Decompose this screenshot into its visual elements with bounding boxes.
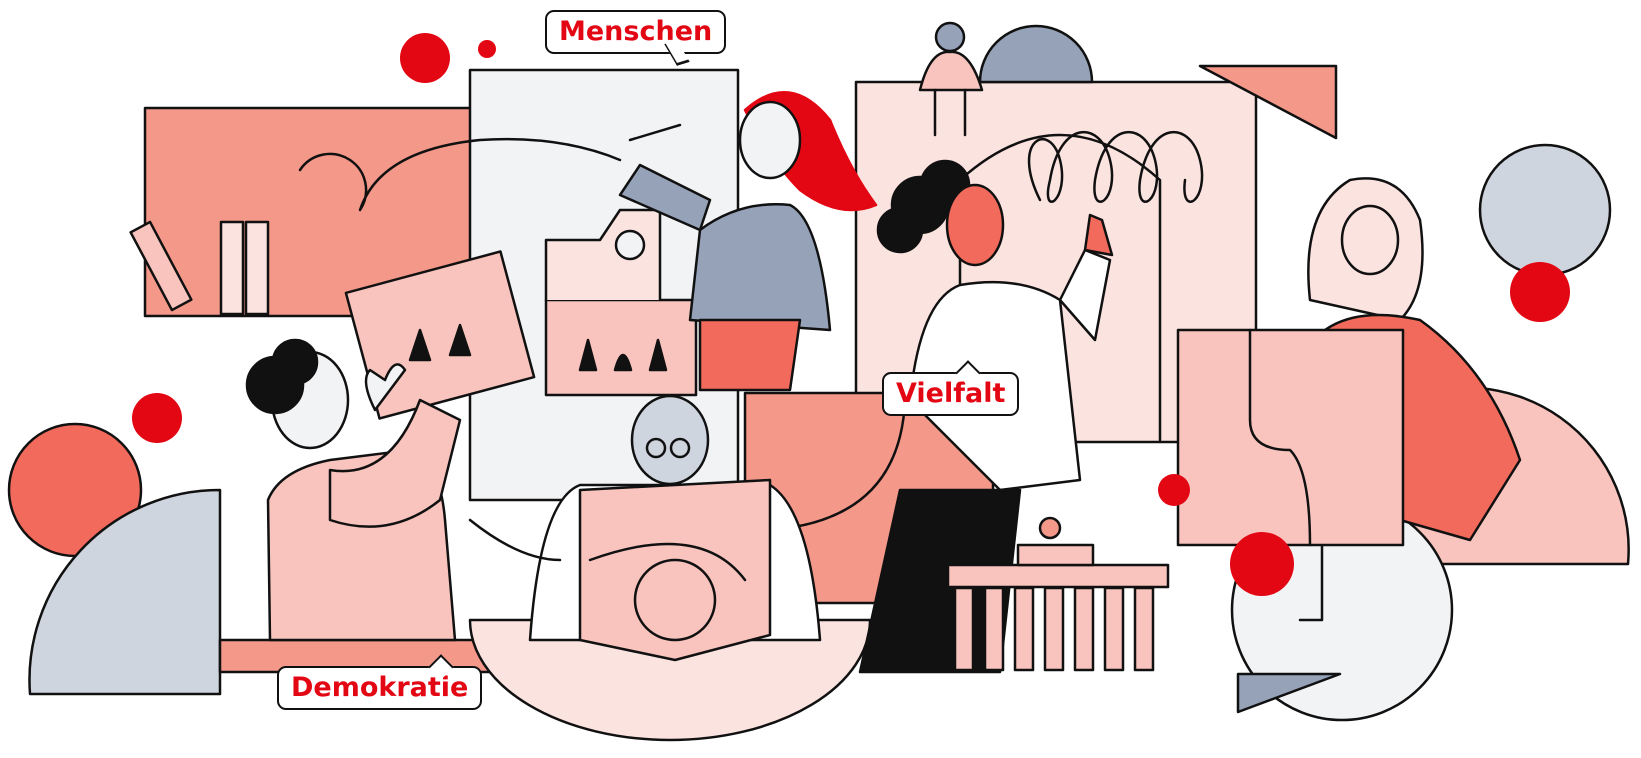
puzzle-piece-building (544, 298, 698, 397)
woman-arm (618, 163, 712, 232)
gate-columns (953, 586, 1155, 672)
book-2 (219, 220, 245, 316)
red-dot (400, 33, 450, 83)
label-demokratie: Demokratie (291, 672, 469, 703)
coral-block-curve (768, 398, 907, 532)
book-3 (244, 220, 270, 316)
triangle-bottom-right (1236, 672, 1342, 714)
speech-bubble-vielfalt: Vielfalt (882, 372, 1020, 417)
puzzle-arches-right (578, 338, 668, 372)
glasses-right (669, 437, 691, 459)
curly-arm (1058, 248, 1112, 342)
speech-bubble-demokratie: Demokratie (277, 666, 483, 711)
label-menschen: Menschen (559, 16, 713, 47)
curly-hand (1083, 213, 1114, 257)
small-figure-head (934, 21, 966, 53)
woman-torso (688, 203, 832, 332)
clock-hand (1298, 518, 1324, 622)
semicircle-top (978, 24, 1094, 84)
small-figure-legs (933, 88, 967, 137)
gate-roof (946, 563, 1170, 589)
man-left-arm (328, 398, 462, 528)
flow-line (298, 137, 622, 212)
woman-pen (628, 123, 682, 142)
book-loop (633, 558, 717, 642)
hijab-face (1340, 204, 1400, 276)
curly-legs (858, 488, 1022, 674)
glasses-left (645, 437, 667, 459)
loop-scribble (1027, 131, 1204, 204)
big-puzzle-piece (1176, 328, 1405, 547)
triangle-top-right (1198, 64, 1338, 140)
red-dot (1230, 532, 1294, 596)
book-1 (129, 220, 193, 312)
curly-hair-3 (876, 206, 924, 254)
woman-face (738, 100, 802, 180)
quarter-grey-left (28, 488, 222, 696)
woman-legs (698, 318, 802, 392)
flow-line-2 (468, 518, 562, 562)
big-puzzle-notch (1248, 328, 1312, 547)
speech-bubble-menschen: Menschen (545, 10, 727, 55)
man-left-hand (364, 363, 407, 412)
bald-head (630, 394, 710, 486)
red-dot (1510, 262, 1570, 322)
gate-quadriga (1038, 516, 1062, 540)
gate-top (1016, 543, 1095, 567)
small-figure-body (918, 50, 984, 92)
man-left-hair-2 (271, 338, 319, 386)
red-dot (478, 40, 496, 58)
puzzle-clock (614, 229, 646, 261)
puzzle-arches-left (408, 323, 472, 362)
book-open (578, 478, 772, 662)
red-dots (132, 33, 1570, 596)
circle-grey-right (1478, 143, 1612, 277)
label-vielfalt: Vielfalt (896, 378, 1006, 409)
red-dot (132, 393, 182, 443)
red-dot (1158, 474, 1190, 506)
book-curve (588, 542, 747, 582)
curly-face (945, 183, 1005, 267)
floor-bowl (468, 618, 872, 742)
